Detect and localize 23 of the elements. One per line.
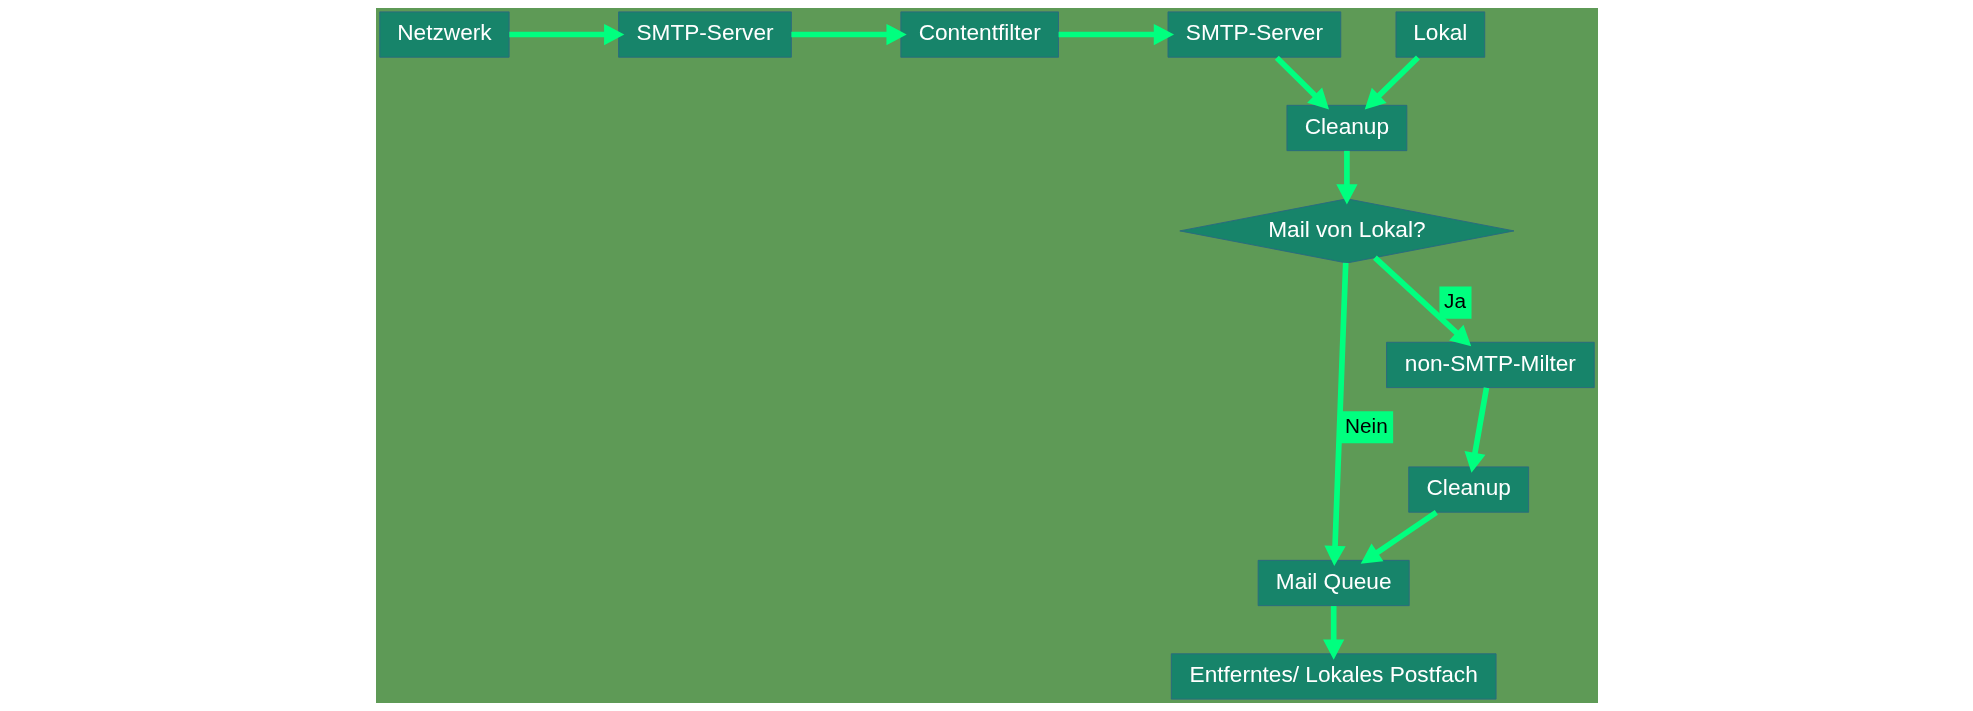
- node-box: Cleanup: [1286, 104, 1407, 152]
- arrow: [1323, 262, 1349, 567]
- node-box: SMTP-Server: [1167, 11, 1341, 58]
- edge-label: Nein: [1344, 413, 1388, 437]
- node-diamond: Mail von Lokal?: [1178, 198, 1514, 264]
- node-box: SMTP-Server: [617, 11, 792, 58]
- node-box: non-SMTP-Milter: [1385, 341, 1595, 389]
- edge-label: Ja: [1443, 288, 1466, 312]
- node-box: Cleanup: [1407, 466, 1529, 513]
- node-box: Netzwerk: [378, 11, 510, 58]
- node-box: Lokal: [1395, 11, 1485, 58]
- node-box: Mail Queue: [1257, 559, 1410, 607]
- arrow: [1364, 55, 1420, 110]
- arrow: [1058, 23, 1174, 46]
- arrow: [1335, 150, 1358, 205]
- arrow: [790, 23, 907, 46]
- arrow: [1464, 387, 1489, 473]
- arrow: [508, 23, 624, 46]
- node-box: Entferntes/ Lokales Postfach: [1170, 653, 1496, 700]
- arrow: [1322, 606, 1344, 660]
- arrow: [1274, 55, 1329, 110]
- arrow: [1360, 510, 1438, 564]
- node-box: Contentfilter: [899, 11, 1059, 58]
